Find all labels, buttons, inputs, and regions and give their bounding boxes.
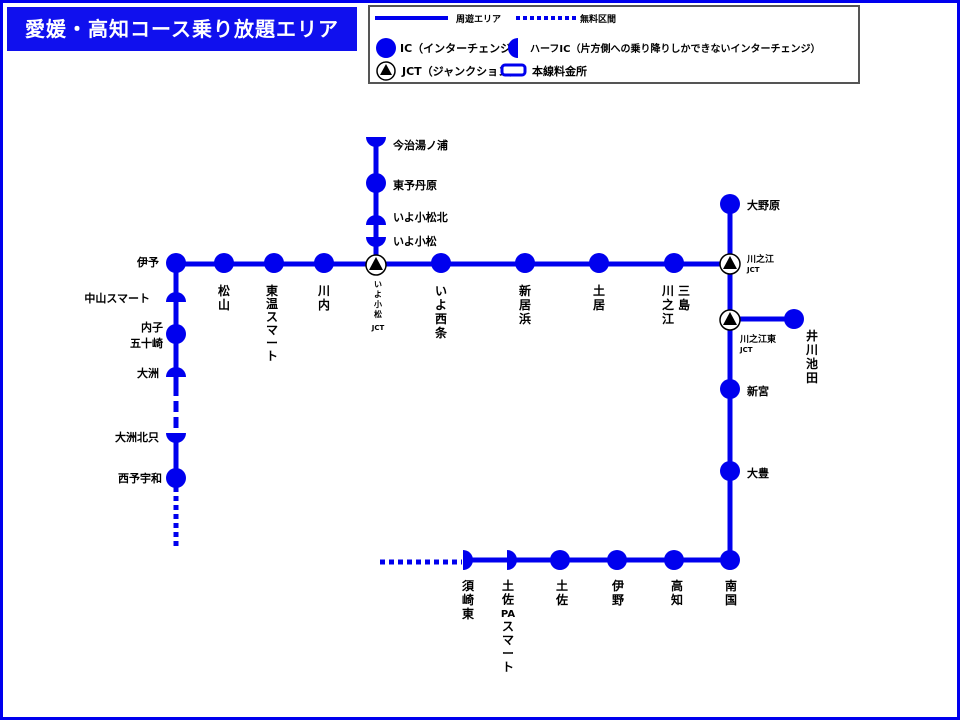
legend-half-ic-label: ハーフIC（片方側への乗り降りしかできないインターチェンジ） [530, 42, 820, 55]
ic-marker-seiyo [166, 468, 186, 488]
label-uchiko-line2: 五十崎 [130, 336, 163, 350]
legend-free-label: 無料区間 [580, 13, 616, 25]
half-ic-marker-susaki [463, 550, 473, 570]
legend-jct-triangle [380, 64, 392, 75]
legend-half-ic-icon [508, 38, 518, 58]
jct-triangle-kawanoehigashi [723, 312, 737, 325]
half-ic-marker-nakayama [166, 292, 186, 302]
ic-marker-toon [264, 253, 284, 273]
label-toon: 東温スマート [266, 283, 278, 363]
legend-tollgate-label: 本線料金所 [532, 64, 587, 78]
label-higashiyoniwa: 東予丹原 [393, 178, 437, 192]
label-ikawaikeda: 井川池田 [805, 328, 818, 385]
label-kochi: 高知 [670, 578, 683, 607]
ic-marker-oonohara [720, 194, 740, 214]
label-otoyo: 大豊 [747, 466, 769, 480]
ic-marker-doi [589, 253, 609, 273]
label-iyo: 伊予 [136, 255, 159, 269]
legend: 周遊エリア 無料区間 IC（インターチェンジ） ハーフIC（片方側への乗り降りし… [375, 13, 820, 81]
ic-marker-higashiyoniwa [366, 173, 386, 193]
ic-markers [166, 173, 804, 570]
label-kawanoehigashi-jct-suffix: JCT [739, 346, 753, 354]
label-matsuyama: 松山 [218, 283, 230, 312]
legend-route-label: 周遊エリア [456, 13, 501, 25]
label-komatsu_jct: いよ小松 [373, 280, 382, 319]
half-ic-markers [166, 137, 517, 570]
label-kawanoe-jct-suffix: JCT [746, 266, 760, 274]
label-nakayama: 中山スマート [84, 291, 150, 305]
legend-jct-label: JCT（ジャンクション） [401, 65, 520, 78]
label-doi: 土居 [593, 283, 605, 312]
label-ino: 伊野 [611, 578, 624, 607]
page-title: 愛媛・高知コース乗り放題エリア [7, 7, 357, 51]
label-susaki: 須崎東 [461, 579, 475, 621]
ic-marker-uchiko [166, 324, 186, 344]
legend-ic-icon [376, 38, 396, 58]
label-oonohara: 大野原 [747, 198, 780, 212]
label-komatsukita: いよ小松北 [393, 210, 448, 224]
label-saijo: いよ西条 [434, 284, 448, 340]
jct-triangle-kawanoe [723, 256, 737, 269]
label-kawanoehigashi-jct-name: 川之江東 [739, 333, 776, 345]
legend-tollgate-icon [500, 63, 527, 77]
half-ic-marker-tosapa [507, 550, 517, 570]
label-komatsu: いよ小松 [393, 234, 437, 248]
half-ic-marker-komatsukita [366, 215, 386, 225]
label-imabari: 今治湯ノ浦 [392, 138, 448, 152]
label-seiyo: 西予宇和 [118, 471, 162, 485]
ic-marker-kochi [664, 550, 684, 570]
ic-marker-nangoku [720, 550, 740, 570]
label-niihama: 新居浜 [519, 283, 531, 326]
ic-marker-shingu [720, 379, 740, 399]
label-kawanoe-jct-name: 川之江 [746, 253, 774, 265]
ic-marker-niihama [515, 253, 535, 273]
vertical-labels: 松山東温スマート川内いよ西条新居浜土居三島川之江いよ小松JCT川之江JCT川之江… [130, 253, 818, 674]
label-tosa: 土佐 [555, 578, 568, 607]
ic-marker-kawauchi [314, 253, 334, 273]
label-kawauchi: 川内 [317, 284, 330, 312]
ic-marker-tosa [550, 550, 570, 570]
ic-marker-ino [607, 550, 627, 570]
ic-marker-matsuyama [214, 253, 234, 273]
label-ozu: 大洲 [137, 366, 159, 380]
half-ic-marker-ozu [166, 367, 186, 377]
station-labels: 今治湯ノ浦 東予丹原 いよ小松北 いよ小松 伊予 中山スマート 大洲 大洲北只 … [84, 138, 780, 485]
half-ic-marker-imabari [366, 137, 386, 147]
half-ic-marker-komatsu [366, 237, 386, 247]
label-komatsu-jct-suffix: JCT [371, 324, 385, 332]
label-shingu: 新宮 [747, 384, 769, 398]
ic-marker-otoyo [720, 461, 740, 481]
half-ic-marker-ozukitatada [166, 433, 186, 443]
ic-marker-iyo [166, 253, 186, 273]
ic-marker-mishima [664, 253, 684, 273]
jct-markers [365, 253, 741, 331]
legend-box [368, 5, 860, 84]
label-ozukitatada: 大洲北只 [115, 430, 159, 444]
jct-triangle-komatsu [369, 257, 383, 270]
ic-marker-ikawaikeda [784, 309, 804, 329]
ic-marker-saijo [431, 253, 451, 273]
legend-ic-label: IC（インターチェンジ） [400, 42, 522, 55]
label-uchiko-line1: 内子 [141, 320, 163, 334]
label-mishima: 三島川之江 [661, 284, 690, 326]
label-nangoku: 南国 [725, 578, 737, 607]
